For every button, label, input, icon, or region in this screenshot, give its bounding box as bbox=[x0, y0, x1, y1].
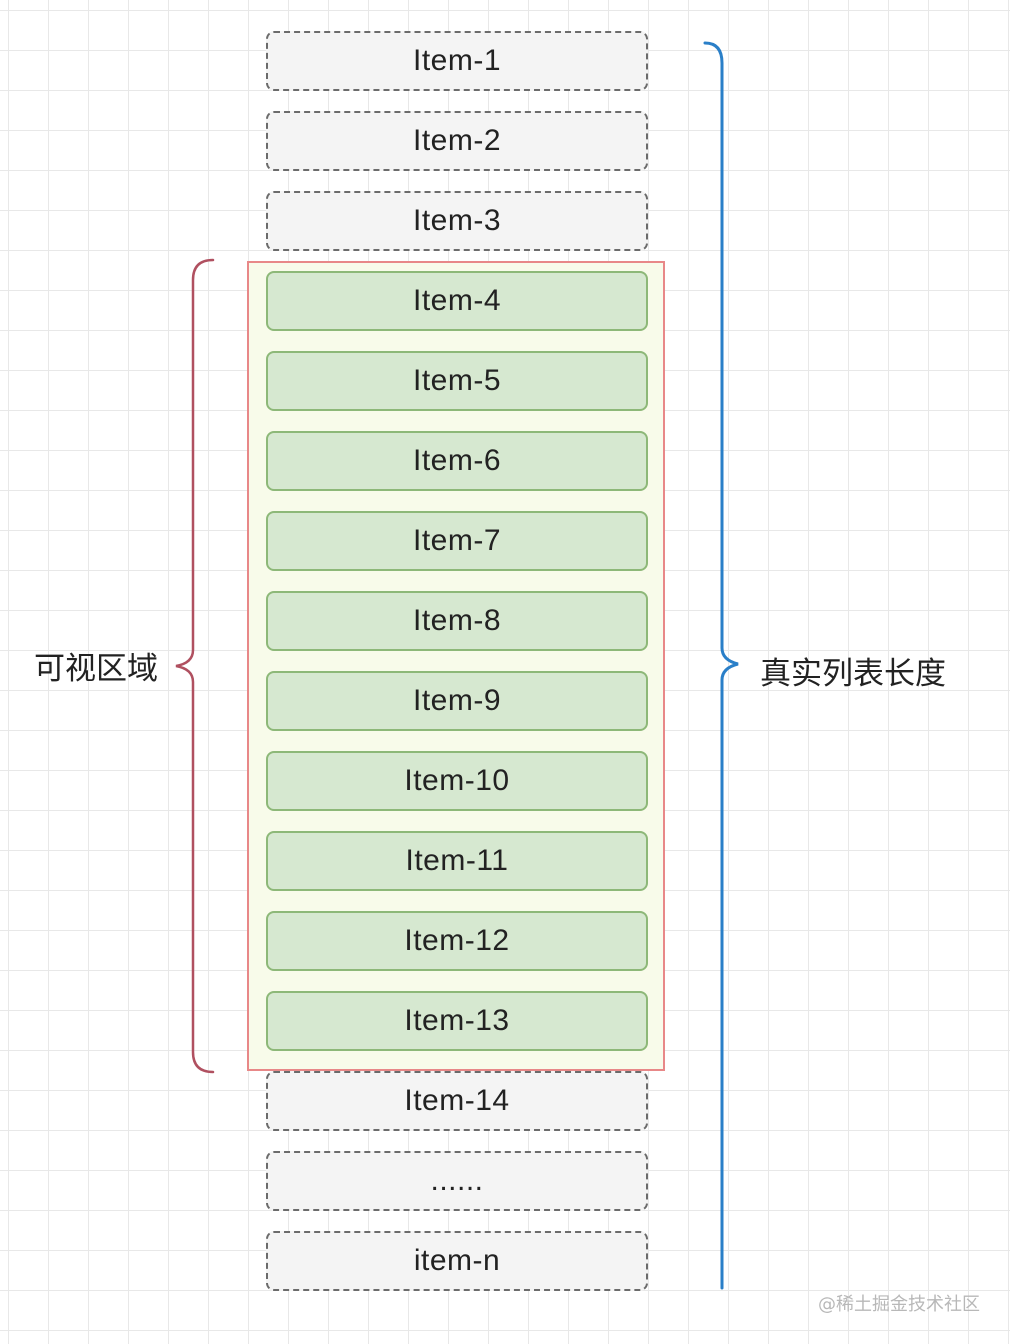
list-item: ...... bbox=[266, 1151, 648, 1211]
visible-list-item: Item-6 bbox=[266, 431, 648, 491]
visible-list-item: Item-4 bbox=[266, 271, 648, 331]
real-list-brace-path bbox=[703, 41, 739, 1290]
visible-list-item: Item-9 bbox=[266, 671, 648, 731]
visible-list-item: Item-10 bbox=[266, 751, 648, 811]
watermark: @稀土掘金技术社区 bbox=[818, 1294, 980, 1315]
list-item: Item-1 bbox=[266, 31, 648, 91]
list-item: Item-14 bbox=[266, 1071, 648, 1131]
real-list-length-label: 真实列表长度 bbox=[760, 656, 946, 692]
real-list-brace bbox=[703, 41, 739, 1290]
visible-list-item: Item-11 bbox=[266, 831, 648, 891]
visible-area-brace-path bbox=[175, 258, 215, 1074]
visible-list-item: Item-13 bbox=[266, 991, 648, 1051]
visible-list-item: Item-5 bbox=[266, 351, 648, 411]
visible-area-brace bbox=[175, 258, 215, 1074]
list-item: Item-3 bbox=[266, 191, 648, 251]
visible-list-item: Item-12 bbox=[266, 911, 648, 971]
list-item: item-n bbox=[266, 1231, 648, 1291]
visible-area-label: 可视区域 bbox=[34, 651, 158, 687]
visible-list-item: Item-7 bbox=[266, 511, 648, 571]
visible-list-item: Item-8 bbox=[266, 591, 648, 651]
list-item: Item-2 bbox=[266, 111, 648, 171]
